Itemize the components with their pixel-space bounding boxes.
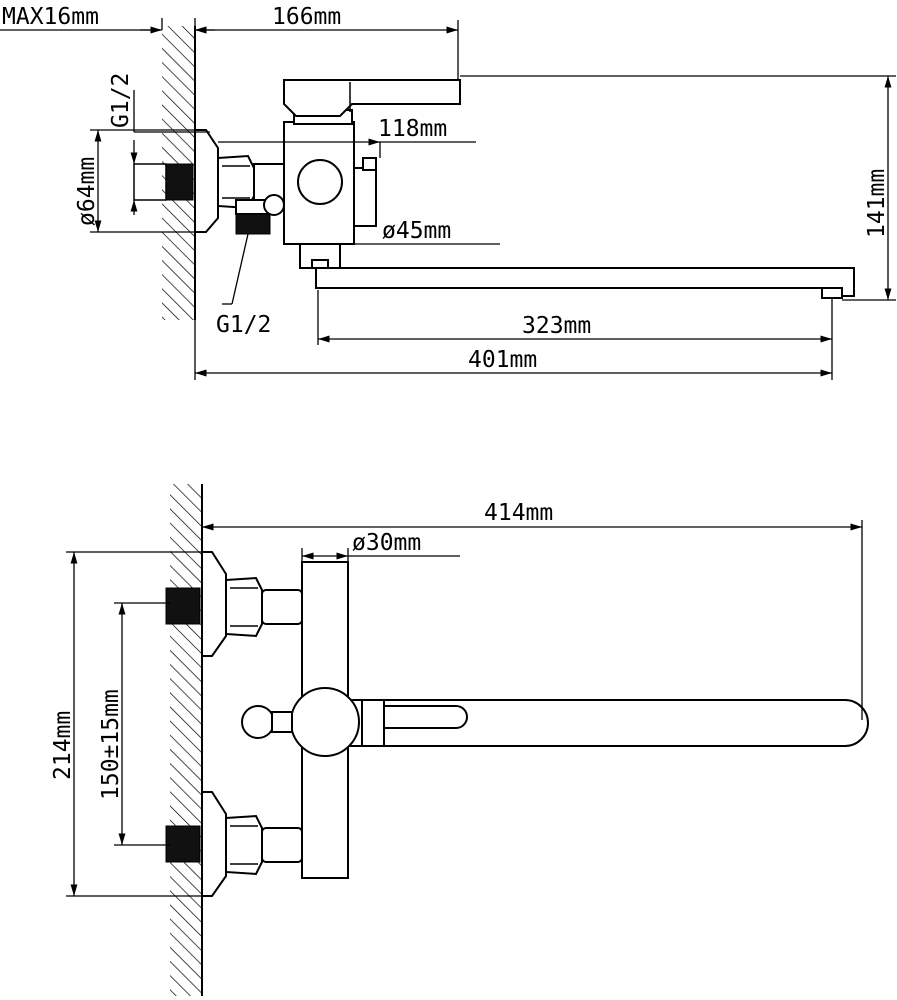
inlet-lower (165, 825, 201, 863)
dim-323: 323mm (522, 313, 591, 339)
dim-401: 401mm (468, 347, 537, 373)
side-view: MAX16mm 166mm G1/2 ø64mm 118mm ø45mm 141… (0, 4, 896, 380)
dim-g12-bottom: G1/2 (216, 312, 271, 338)
inlet-upper (165, 587, 201, 625)
diverter-knob-top (241, 705, 275, 739)
shower-outlet-thread (235, 213, 271, 235)
top-view: 414mm ø30mm 214mm 150±15mm (50, 484, 869, 996)
dim-max16: MAX16mm (2, 4, 99, 30)
dim-414: 414mm (484, 500, 553, 526)
dim-45: ø45mm (382, 218, 451, 244)
spout-top (347, 699, 869, 747)
flange-upper (201, 551, 227, 657)
spout-side (300, 267, 855, 297)
dim-141: 141mm (864, 169, 890, 238)
dim-150: 150±15mm (98, 689, 124, 800)
dim-64: ø64mm (74, 157, 100, 226)
dim-214: 214mm (50, 711, 76, 780)
dim-g12-top: G1/2 (108, 73, 134, 128)
dim-166: 166mm (272, 4, 341, 30)
flange-lower (201, 791, 227, 897)
body-round-side (297, 159, 343, 205)
wall-hatch-top (170, 484, 202, 996)
dim-118: 118mm (378, 116, 447, 142)
dim-30: ø30mm (352, 530, 421, 556)
inlet-thread-side (165, 163, 194, 201)
handle-hub-top (290, 687, 360, 757)
lever-handle-side (283, 79, 461, 117)
wall-flange-side (194, 129, 219, 233)
